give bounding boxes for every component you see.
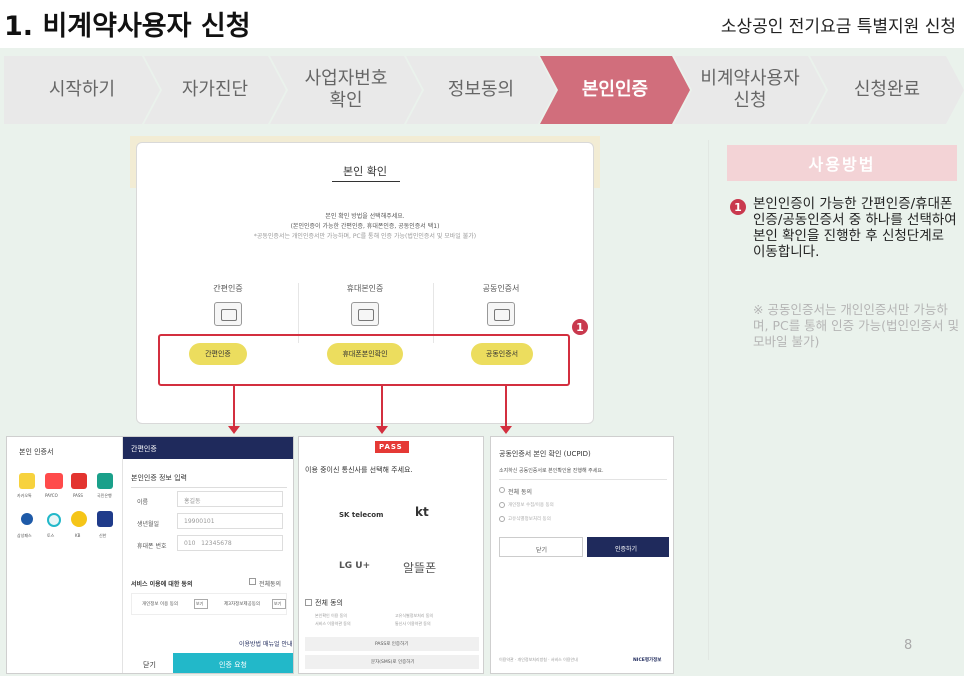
consent-all-checkbox[interactable]: [249, 578, 256, 585]
cert-panel-desc: 소지하신 공동인증서로 본인확인을 진행해 주세요.: [499, 468, 604, 474]
cert-cancel-button[interactable]: 닫기: [499, 537, 583, 557]
header-bar: 1. 비계약사용자 신청 소상공인 전기요금 특별지원 신청: [0, 0, 964, 48]
cert-agree-1-radio[interactable]: [499, 502, 505, 508]
toss-app-icon[interactable]: [47, 513, 61, 527]
nice-logo: NICE평가정보: [633, 658, 662, 663]
cert-confirm-button[interactable]: 인증하기: [587, 537, 669, 557]
form-title: 본인인증 정보 입력: [131, 474, 187, 482]
carrier-skt[interactable]: SK telecom: [339, 511, 384, 519]
carrier-lgu[interactable]: LG U+: [339, 561, 371, 571]
phone-field[interactable]: 010 12345678: [177, 535, 283, 551]
card-title: 본인 확인: [343, 165, 387, 178]
name-field[interactable]: 홍길동: [177, 491, 283, 507]
pass-app-icon[interactable]: [71, 473, 87, 489]
certificate-panel: 공동인증서 본인 확인 (UCPID) 소지하신 공동인증서로 본인확인을 진행…: [490, 436, 674, 674]
simple-auth-header: 간편인증: [123, 437, 293, 459]
page-number: 8: [904, 638, 913, 653]
step-noncontract-apply: 비계약사용자 신청: [674, 56, 826, 124]
birth-field[interactable]: 19900101: [177, 513, 283, 529]
step-progress: 시작하기 자가진단 사업자번호 확인 정보동의 본인인증 비계약사용자 신청 신…: [4, 56, 964, 124]
cert-agree-all-radio[interactable]: [499, 487, 505, 493]
pass-agree-all-checkbox[interactable]: [305, 599, 312, 606]
card-title-underline: [332, 181, 400, 182]
step-complete: 신청완료: [810, 56, 964, 124]
certificate-icon: [487, 302, 515, 326]
view-consent-1-button[interactable]: 보기: [194, 599, 208, 609]
bank-app-icon[interactable]: [97, 473, 113, 489]
keypad-icon: [351, 302, 379, 326]
arrow-head-icon: [228, 426, 240, 434]
card-desc-3: *공동인증서는 개인인증서만 가능하며, PC를 통해 인증 가능(법인인증서 …: [253, 233, 477, 240]
section-divider: [708, 140, 709, 660]
app-grid: 카카오톡 PAYCO PASS 국민은행 삼성패스 토스 KB 신한: [15, 471, 117, 551]
step-self-check: 자가진단: [144, 56, 286, 124]
simple-auth-button[interactable]: 간편인증: [189, 343, 247, 365]
request-auth-button[interactable]: 인증 요청: [173, 653, 293, 673]
arrow-head-icon: [500, 426, 512, 434]
guide-title: 사용방법: [727, 145, 957, 181]
arrow-head-icon: [376, 426, 388, 434]
step-start: 시작하기: [4, 56, 160, 124]
step-info-consent: 정보동의: [406, 56, 556, 124]
step-business-number: 사업자번호 확인: [270, 56, 422, 124]
shinhan-app-icon[interactable]: [97, 511, 113, 527]
kb-app-icon[interactable]: [71, 511, 87, 527]
method-simple: 간편인증: [168, 283, 288, 326]
app-list: 본인 인증서 카카오톡 PAYCO PASS 국민은행 삼성패스 토스 KB 신…: [7, 437, 123, 673]
arrow-to-simple: [233, 386, 235, 428]
consent-title: 서비스 이용에 대한 동의: [131, 581, 193, 588]
samsung-app-icon[interactable]: [21, 513, 33, 525]
guide-badge: 1: [730, 199, 746, 215]
carrier-kt[interactable]: kt: [415, 505, 429, 519]
consent-row: 개인정보 이용 동의 보기 제3자정보제공동의 보기: [131, 593, 287, 615]
method-highlight-box: [158, 334, 570, 386]
cert-list-title: 본인 인증서: [19, 448, 54, 456]
cert-footer-links: 이용약관 · 개인정보처리방침 · 서비스 이용안내: [499, 657, 578, 662]
laptop-icon: [214, 302, 242, 326]
sms-auth-button[interactable]: 문자(SMS)로 인증하기: [305, 655, 479, 669]
cert-divider: [499, 479, 667, 480]
method-divider: [433, 283, 434, 343]
carrier-mvno[interactable]: 알뜰폰: [403, 561, 437, 575]
card-desc-1: 본인 확인 방법을 선택해주세요.: [325, 213, 405, 220]
arrow-to-pass: [381, 386, 383, 428]
certificate-auth-button[interactable]: 공동인증서: [471, 343, 533, 365]
page-title: 1. 비계약사용자 신청: [4, 11, 251, 42]
simple-auth-panel: 본인 인증서 카카오톡 PAYCO PASS 국민은행 삼성패스 토스 KB 신…: [6, 436, 294, 674]
step-badge: 1: [572, 319, 588, 335]
form-divider: [131, 487, 287, 488]
guide-text: 본인인증이 가능한 간편인증/휴대폰인증/공동인증서 중 하나를 선택하여 본인…: [753, 196, 957, 260]
carrier-prompt: 이용 중이신 통신사를 선택해 주세요.: [305, 466, 413, 474]
step-identity-auth: 본인인증: [540, 56, 690, 124]
arrow-to-cert: [505, 386, 507, 428]
phone-auth-button[interactable]: 휴대폰본인확인: [327, 343, 403, 365]
close-button[interactable]: 닫기: [123, 653, 173, 673]
pass-panel: PASS 이용 중이신 통신사를 선택해 주세요. SK telecom kt …: [298, 436, 484, 674]
payco-app-icon[interactable]: [45, 473, 63, 489]
method-divider: [298, 283, 299, 343]
guide-note: ※ 공동인증서는 개인인증서만 가능하며, PC를 통해 인증 가능(법인인증서…: [753, 302, 959, 349]
kakao-app-icon[interactable]: [19, 473, 35, 489]
method-phone: 휴대본인증: [305, 283, 425, 326]
action-bar: 닫기 인증 요청: [123, 653, 293, 673]
pass-logo: PASS: [375, 441, 409, 453]
method-certificate: 공동인증서: [441, 283, 561, 326]
help-link[interactable]: 이용방법 매뉴얼 안내: [239, 641, 293, 648]
view-consent-2-button[interactable]: 보기: [272, 599, 286, 609]
page-subtitle: 소상공인 전기요금 특별지원 신청: [720, 17, 956, 37]
pass-auth-button[interactable]: PASS로 인증하기: [305, 637, 479, 651]
identity-auth-card: 본인 확인 본인 확인 방법을 선택해주세요. (본인인증이 가능한 간편인증,…: [136, 142, 594, 424]
card-desc-2: (본인인증이 가능한 간편인증, 휴대폰인증, 공동인증서 택1): [290, 223, 440, 230]
cert-agree-2-radio[interactable]: [499, 516, 505, 522]
cert-panel-title: 공동인증서 본인 확인 (UCPID): [499, 450, 591, 458]
